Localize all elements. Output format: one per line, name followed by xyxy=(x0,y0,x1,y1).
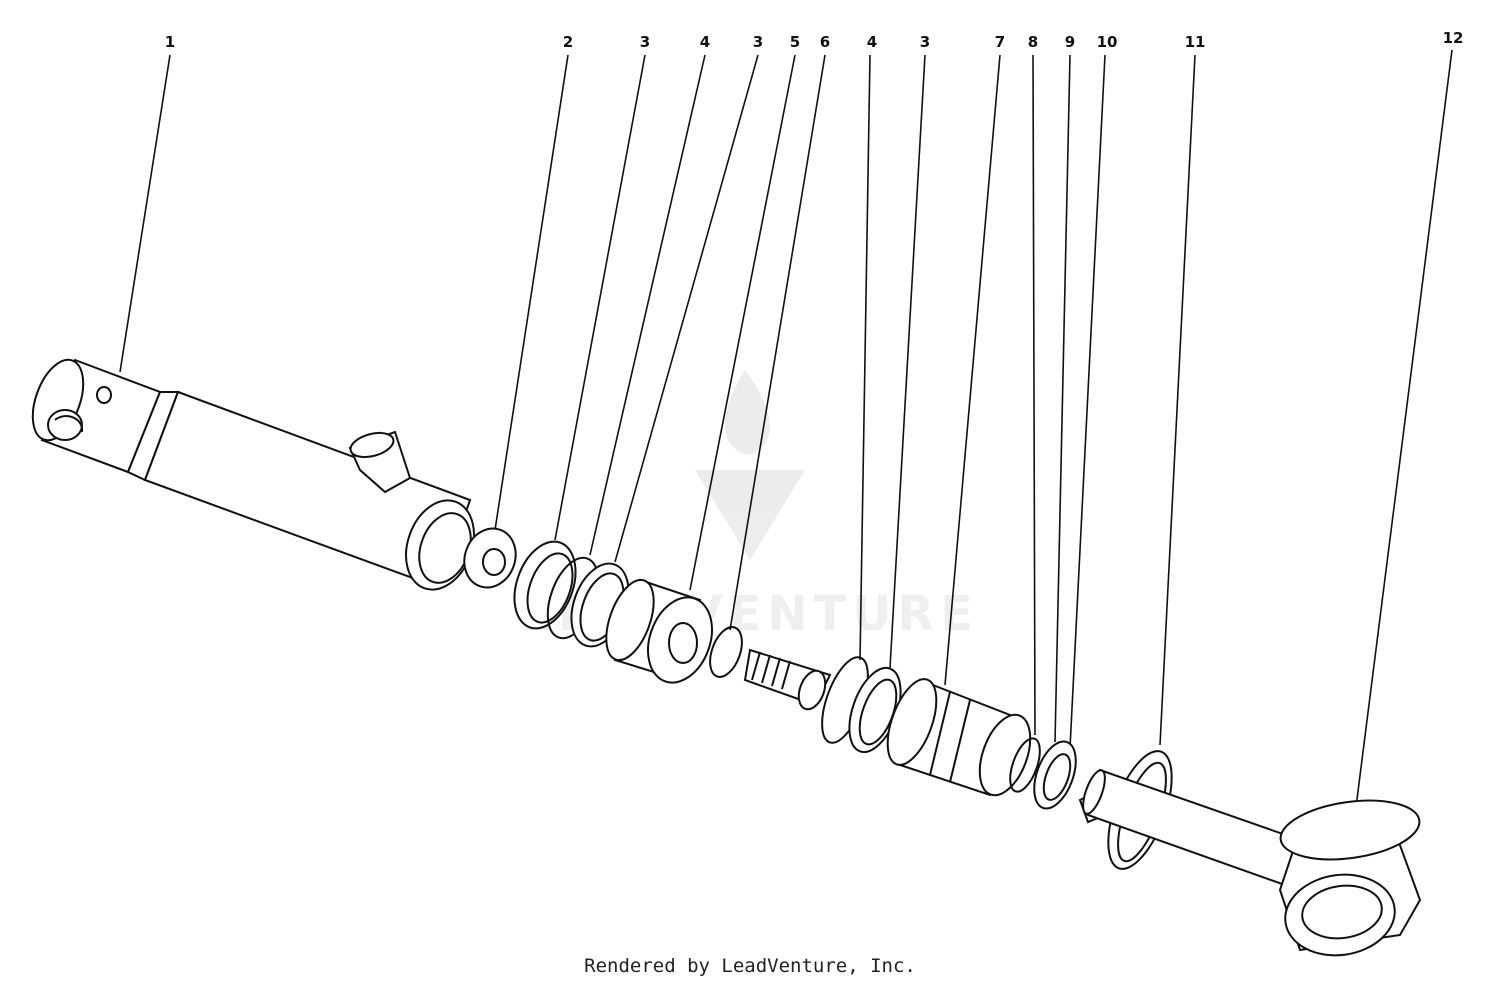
callout-7: 7 xyxy=(995,33,1005,51)
cylinder-barrel xyxy=(31,358,475,591)
callout-6: 6 xyxy=(820,33,830,51)
backup-ring-3c xyxy=(848,666,902,754)
callout-11: 11 xyxy=(1185,33,1206,51)
callout-3: 3 xyxy=(920,33,930,51)
callout-4: 4 xyxy=(700,33,710,51)
leader-lines xyxy=(119,49,1453,816)
callout-3: 3 xyxy=(640,33,650,51)
threaded-stud xyxy=(743,648,832,711)
callout-9: 9 xyxy=(1065,33,1075,51)
o-ring-6 xyxy=(709,626,743,678)
washer-9 xyxy=(1033,740,1077,810)
leadventure-flame-logo xyxy=(695,370,805,560)
callout-5: 5 xyxy=(790,33,800,51)
o-ring-8 xyxy=(1009,737,1041,793)
callout-3: 3 xyxy=(753,33,763,51)
callout-10: 10 xyxy=(1097,33,1118,51)
backup-ring-3a xyxy=(513,540,577,630)
nut xyxy=(463,527,517,589)
callout-1: 1 xyxy=(165,33,175,51)
callout-labels: 1 2 3 4 3 5 6 4 3 7 8 9 10 11 12 xyxy=(165,29,1464,51)
callout-2: 2 xyxy=(563,33,573,51)
callout-12: 12 xyxy=(1443,29,1464,47)
footer-credit: Rendered by LeadVenture, Inc. xyxy=(584,955,916,977)
piston xyxy=(886,678,1032,797)
callout-8: 8 xyxy=(1028,33,1038,51)
gland xyxy=(605,578,713,684)
callout-4: 4 xyxy=(867,33,877,51)
piston-rod xyxy=(1082,768,1422,957)
